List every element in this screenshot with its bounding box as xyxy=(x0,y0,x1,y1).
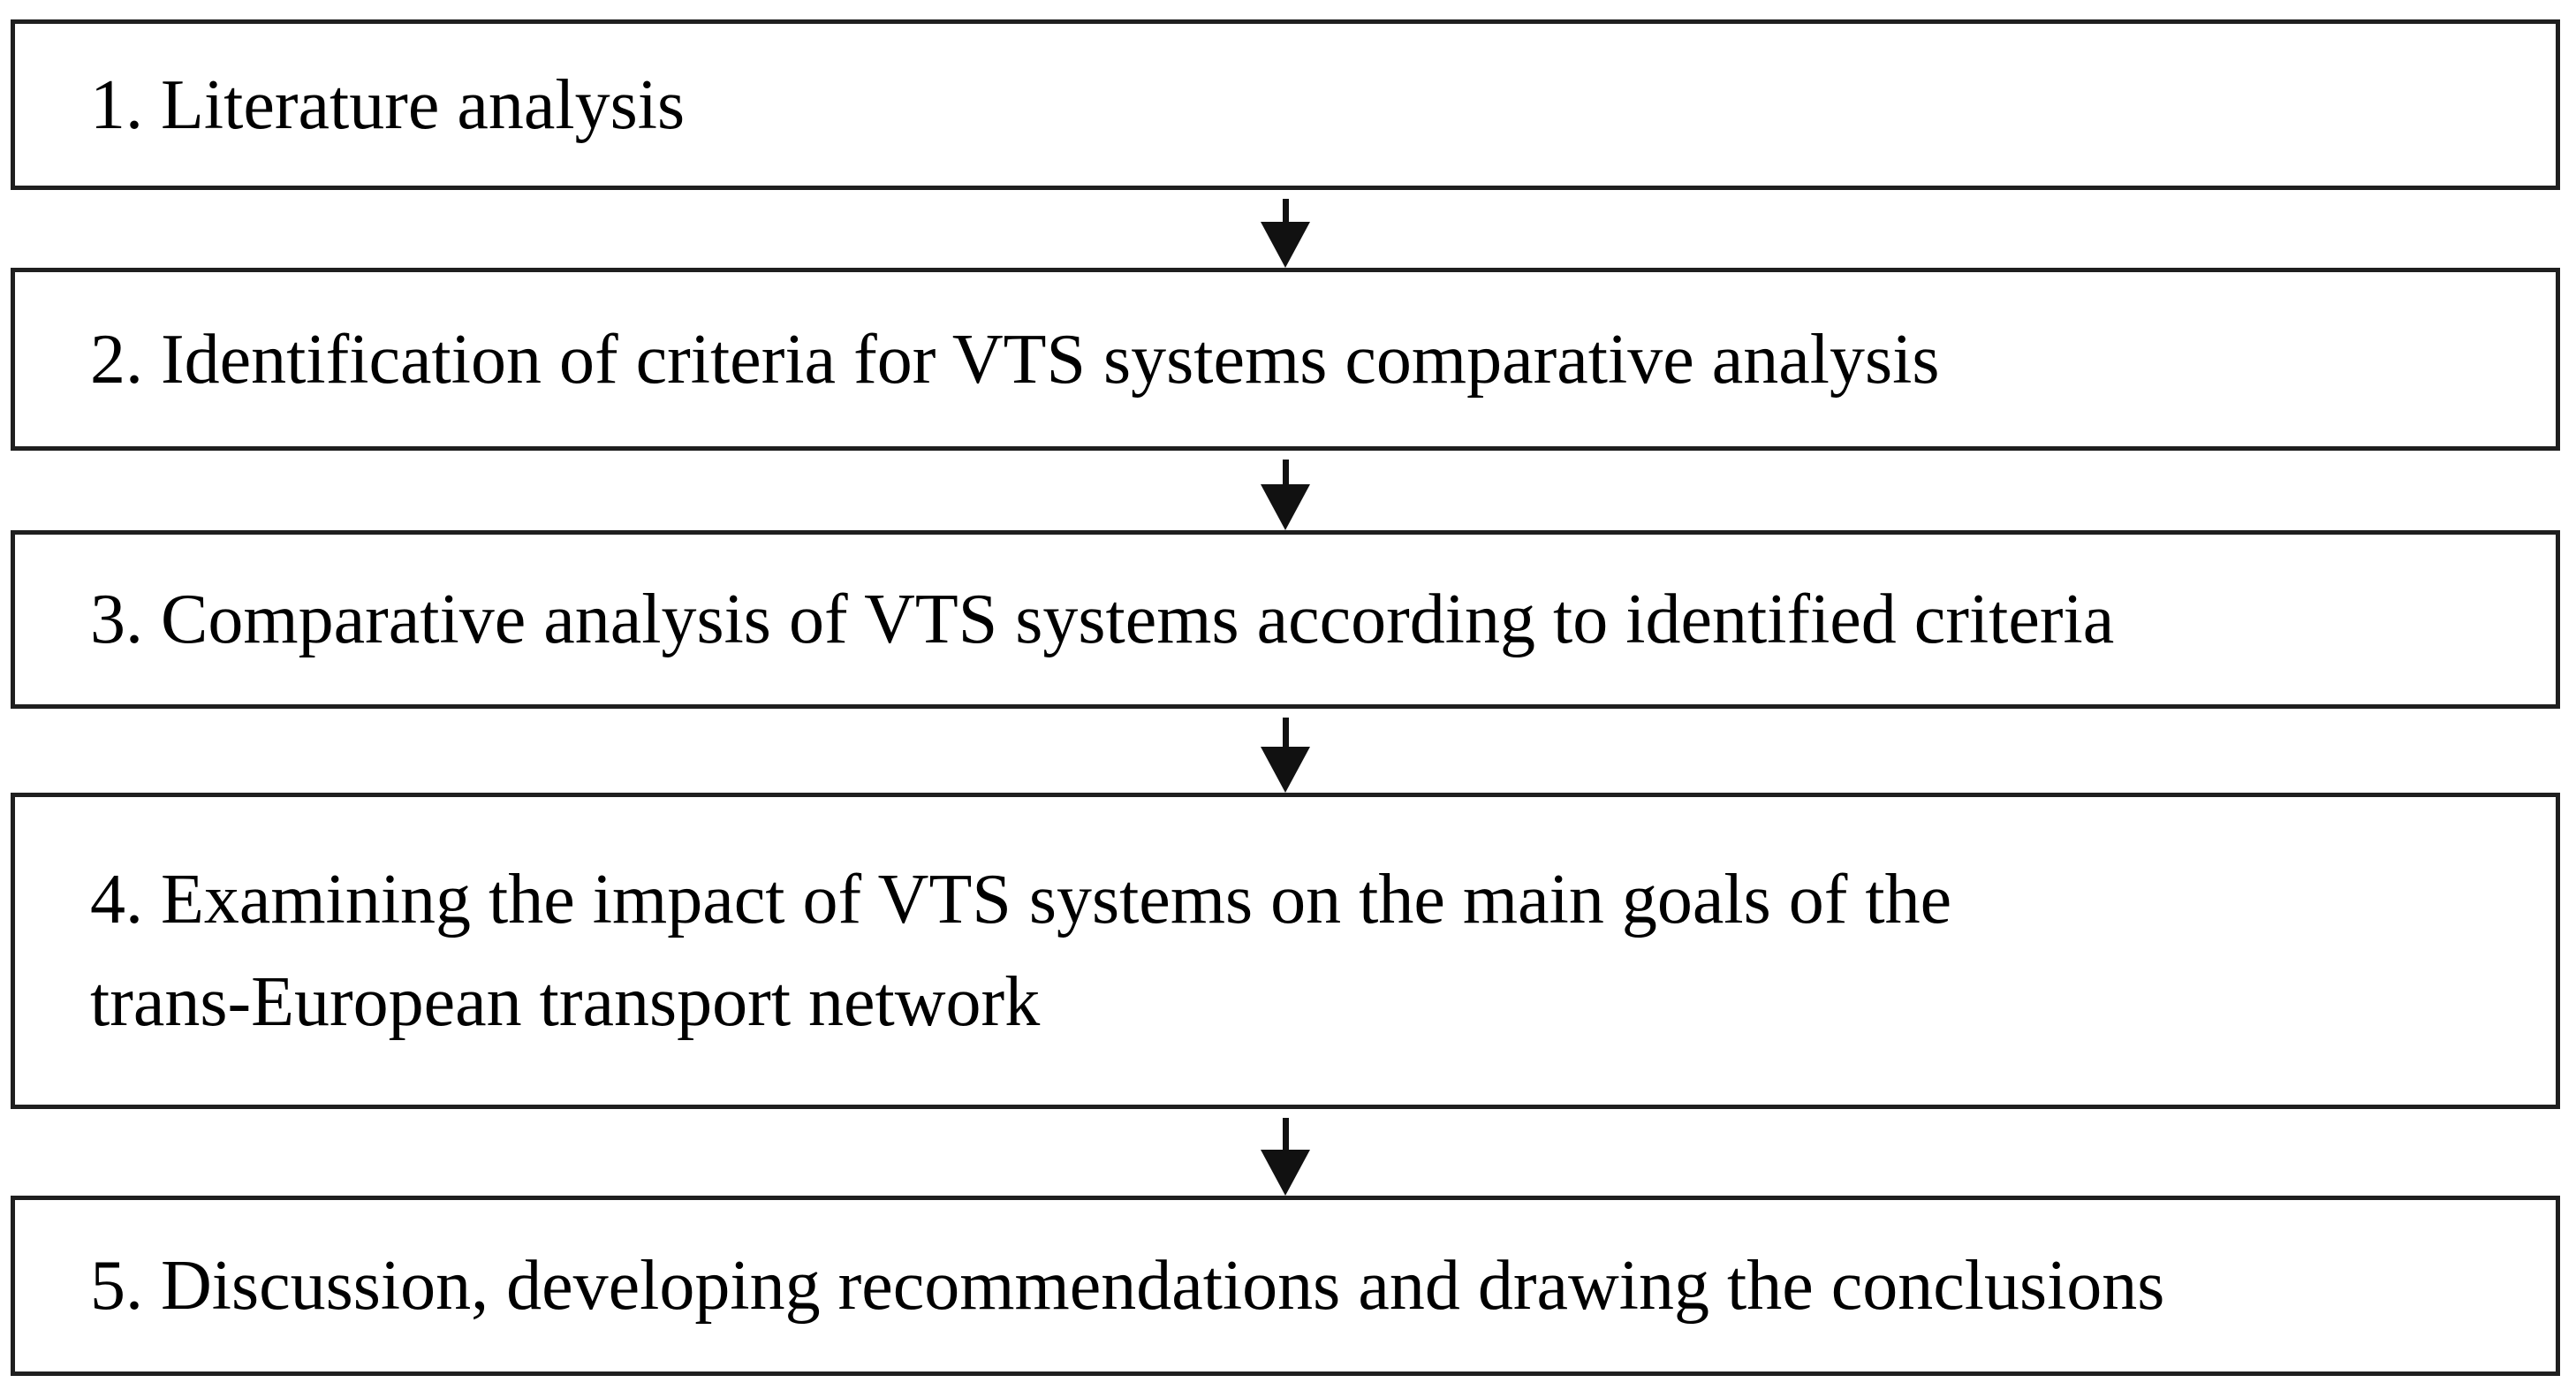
flow-step-5: 5. Discussion, developing recommendation… xyxy=(11,1196,2560,1376)
flow-step-1: 1. Literature analysis xyxy=(11,19,2560,190)
flow-step-1-label: 1. Literature analysis xyxy=(90,65,686,144)
down-arrow-icon xyxy=(11,451,2560,530)
flow-step-4-label-line-2: trans-European transport network xyxy=(90,963,1041,1041)
arrow-head xyxy=(1261,1150,1310,1196)
flow-step-3: 3. Comparative analysis of VTS systems a… xyxy=(11,530,2560,709)
down-arrow-icon xyxy=(11,709,2560,793)
flow-step-3-label: 3. Comparative analysis of VTS systems a… xyxy=(90,581,2115,658)
down-arrow-icon xyxy=(11,1109,2560,1196)
flow-step-4-label-line-1: 4. Examining the impact of VTS systems o… xyxy=(90,861,1952,938)
arrow-head xyxy=(1261,222,1310,268)
arrow-head xyxy=(1261,747,1310,793)
flow-step-2-label: 2. Identification of criteria for VTS sy… xyxy=(90,320,1940,399)
arrow-shaft xyxy=(1282,199,1289,224)
flow-step-4: 4. Examining the impact of VTS systems o… xyxy=(11,793,2560,1109)
flow-step-5-label: 5. Discussion, developing recommendation… xyxy=(90,1247,2165,1325)
arrow-head xyxy=(1261,484,1310,530)
down-arrow-icon xyxy=(11,190,2560,268)
arrow-shaft xyxy=(1282,718,1289,748)
flow-step-2: 2. Identification of criteria for VTS sy… xyxy=(11,268,2560,451)
arrow-shaft xyxy=(1282,1118,1289,1151)
arrow-shaft xyxy=(1282,460,1289,486)
